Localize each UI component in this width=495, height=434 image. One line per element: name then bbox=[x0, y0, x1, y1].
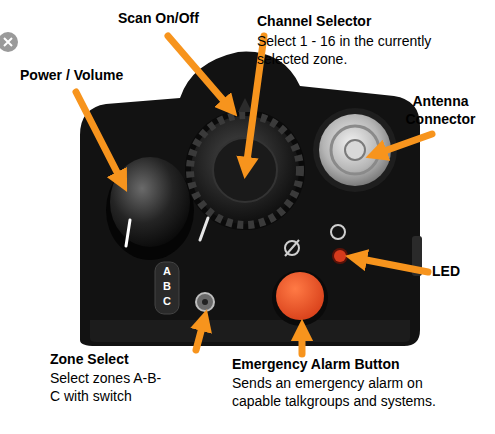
part-name: Zone Select bbox=[50, 350, 180, 368]
emergency-button bbox=[276, 272, 324, 320]
button-base bbox=[272, 270, 328, 326]
switch-marking: C bbox=[160, 295, 174, 308]
part-description: Sends an emergency alarm on capable talk… bbox=[232, 374, 457, 410]
zone-tag bbox=[155, 262, 179, 314]
close-icon bbox=[0, 32, 18, 52]
leader-arrow bbox=[168, 36, 230, 108]
knob-indicator bbox=[126, 220, 130, 246]
part-name: Emergency Alarm Button bbox=[232, 355, 482, 373]
leader-arrow bbox=[76, 92, 122, 182]
zone-switch bbox=[196, 293, 214, 311]
scan-symbol-slash bbox=[285, 240, 299, 256]
switch-marking: A bbox=[160, 265, 174, 278]
body-edge bbox=[90, 320, 410, 342]
scan-symbol bbox=[285, 241, 299, 255]
led-housing bbox=[332, 248, 348, 264]
switch-marking: B bbox=[160, 280, 174, 293]
close-icon-cross bbox=[4, 38, 12, 46]
part-name: Power / Volume bbox=[20, 66, 160, 84]
antenna-pin bbox=[345, 140, 365, 160]
scan-toggle bbox=[238, 98, 252, 112]
part-name: Scan On/Off bbox=[118, 9, 228, 27]
part-description: Select 1 - 16 in the currently selected … bbox=[257, 32, 472, 68]
led bbox=[334, 250, 346, 262]
power-volume-knob bbox=[110, 157, 190, 247]
leader-arrow bbox=[356, 258, 428, 272]
channel-indicator bbox=[200, 218, 208, 240]
radio-body bbox=[80, 52, 420, 346]
part-name: Antenna Connector bbox=[398, 92, 483, 128]
leader-arrow bbox=[196, 320, 204, 350]
leader-arrow bbox=[299, 330, 306, 354]
leader-arrow bbox=[376, 134, 432, 154]
on-symbol bbox=[331, 225, 345, 239]
zone-switch-center bbox=[202, 299, 208, 305]
part-name: LED bbox=[432, 262, 482, 280]
part-description: Select zones A-B-C with switch bbox=[50, 369, 165, 405]
part-name: Channel Selector bbox=[257, 12, 467, 30]
antenna-ring bbox=[331, 126, 379, 174]
